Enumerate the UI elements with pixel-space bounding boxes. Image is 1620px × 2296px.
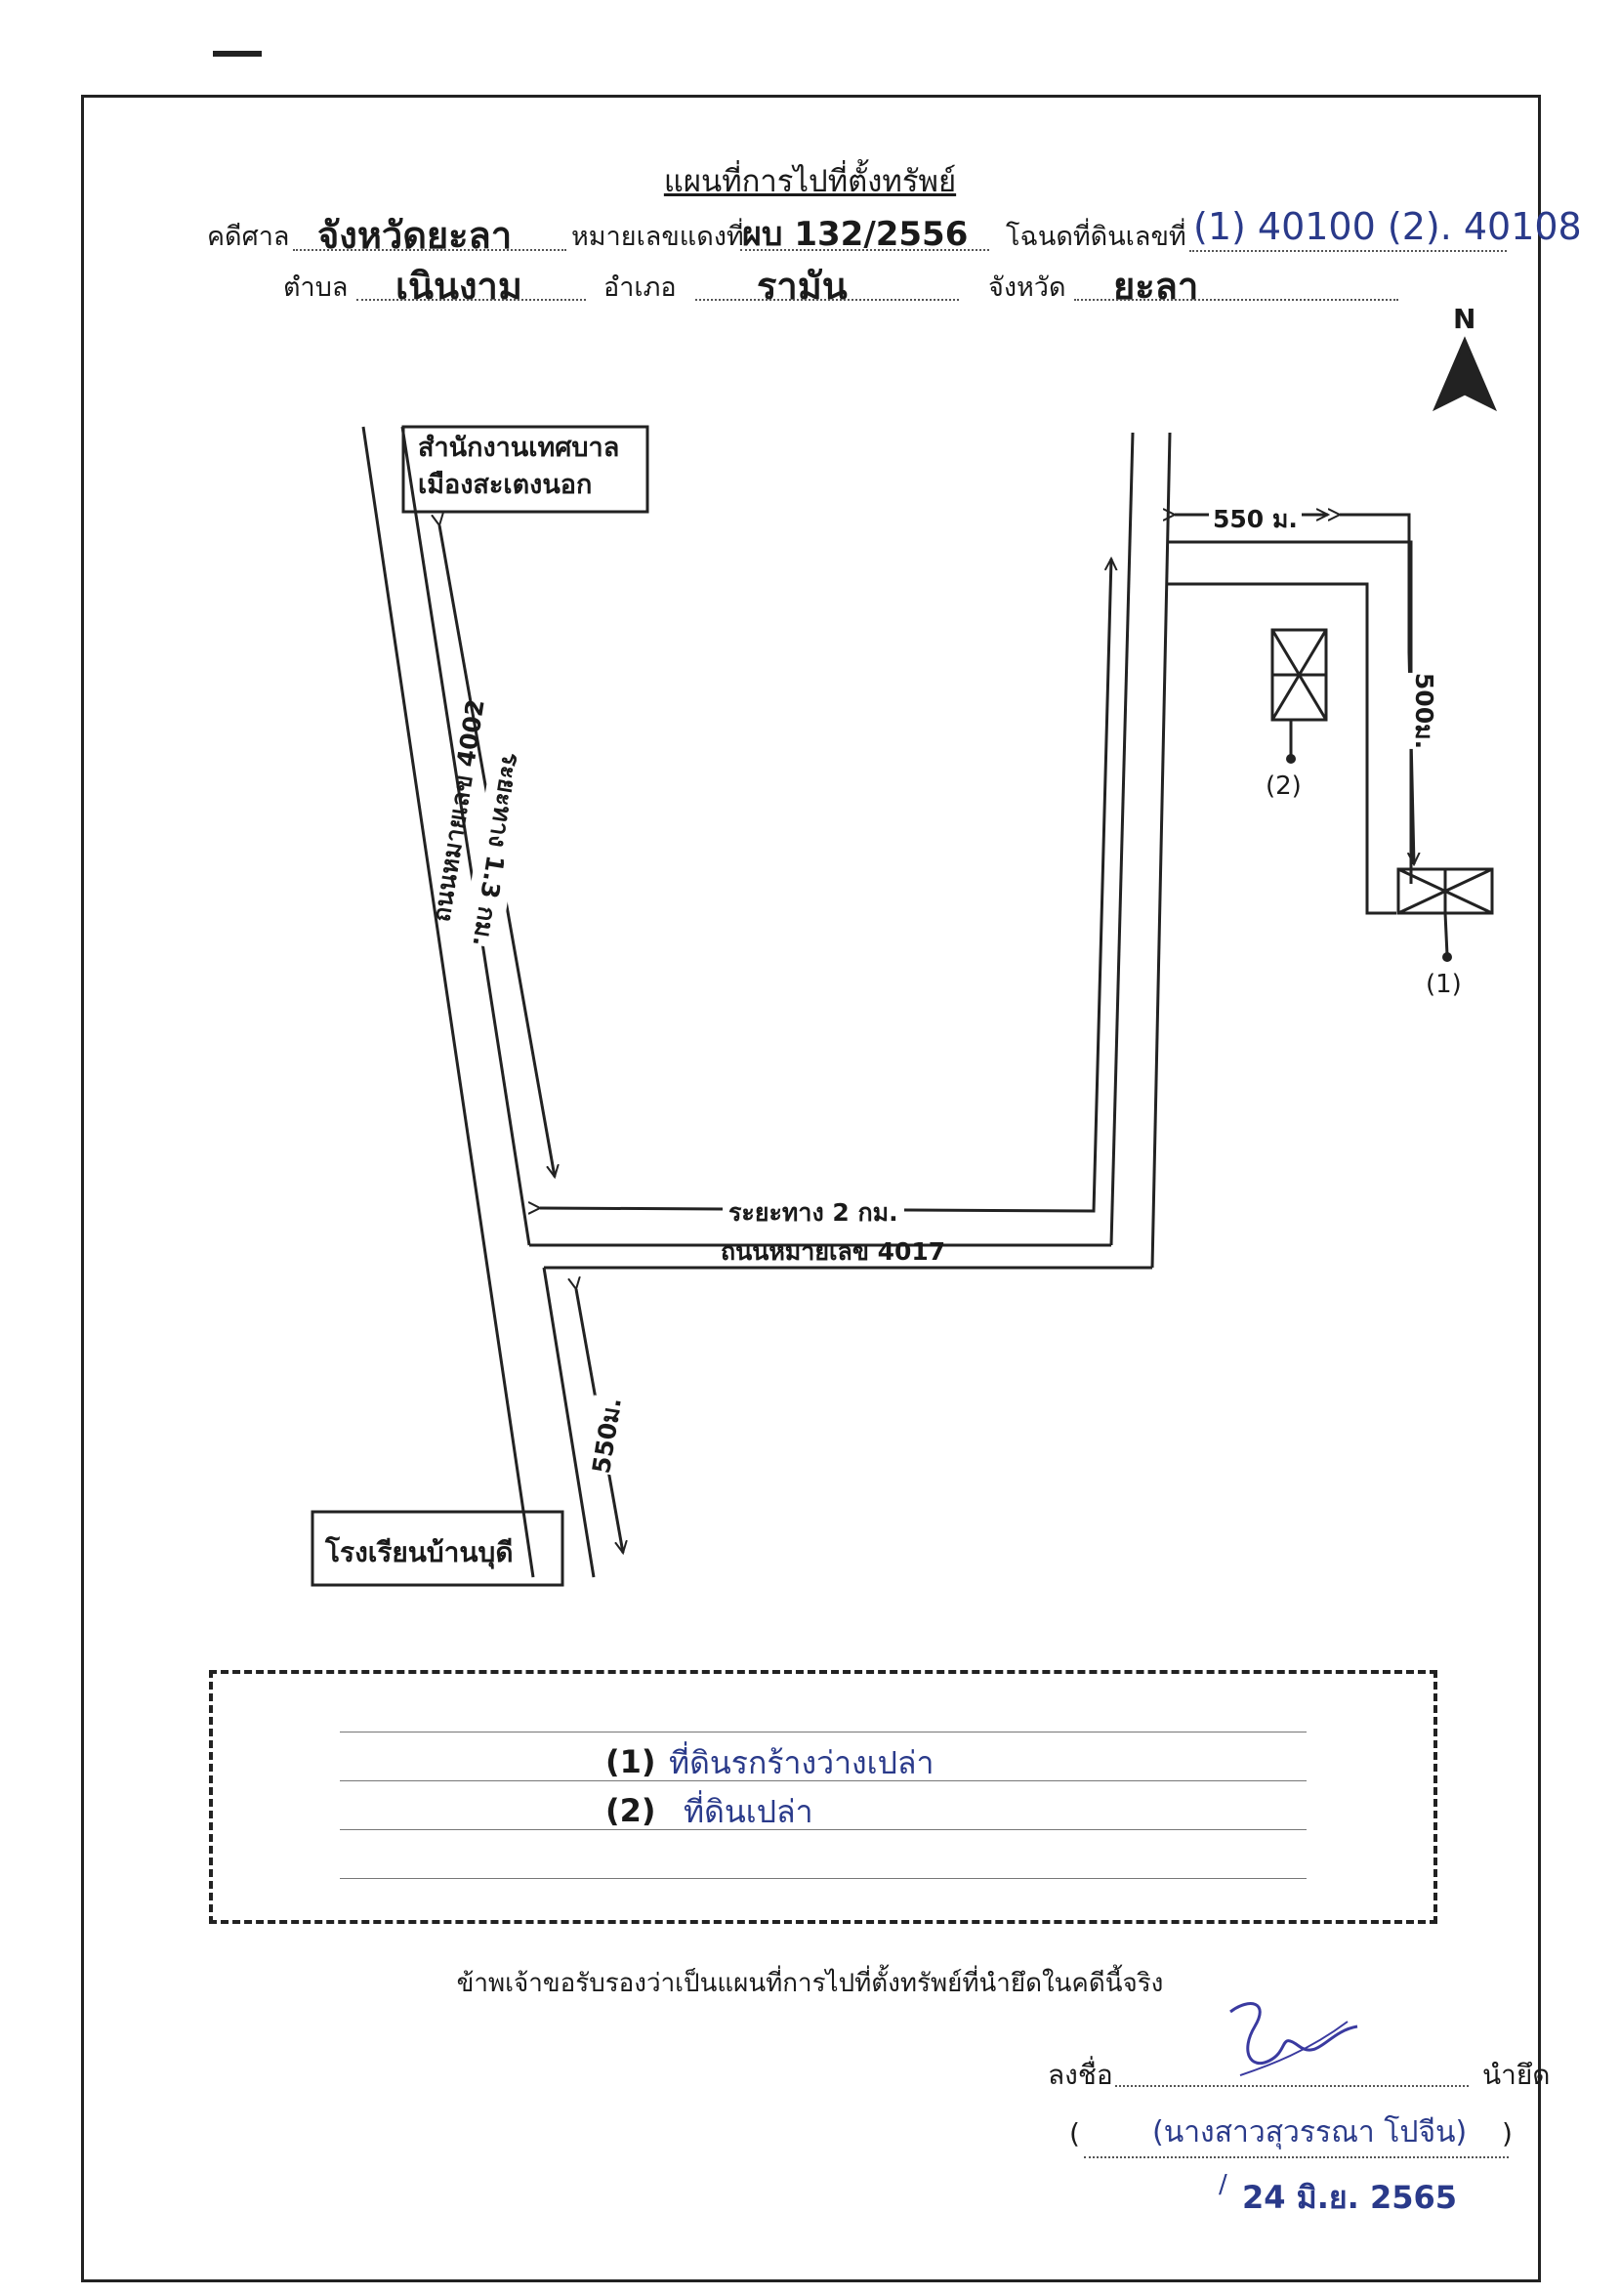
legend-box [209,1670,1437,1924]
district-dotline [695,299,959,301]
province-label: จังหวัด [988,272,1066,303]
plot-1-label: (1) [1426,970,1462,999]
signature-dotline [1115,2085,1469,2087]
role-label: นำยึด [1482,2059,1551,2091]
handwritten-signature [1229,2002,1358,2076]
subdistrict-dotline [356,299,586,301]
certification-text: ข้าพเจ้าขอรับรองว่าเป็นแผนที่การไปที่ตั้… [456,1969,1164,1998]
legend-item-2-number: (2) [605,1792,656,1829]
legend-line [340,1780,1307,1781]
deed-value: (1) 40100 (2). 40108 [1193,205,1582,248]
district-label: อำเภอ [603,272,677,303]
office-label: สำนักงานเทศบาล เมืองสะเตงนอก [418,433,620,500]
deed-dotline [1189,250,1507,252]
school-box [311,1510,564,1587]
north-arrow-icon [1433,336,1497,412]
subdistrict-label: ตำบล [283,272,349,303]
case-label: คดีศาล [207,222,290,252]
date-slash: / [1219,2170,1227,2199]
page-border [81,95,1541,2282]
road-4017-label: ถนนหมายเลข 4017 [721,1237,946,1266]
province-dotline [1074,299,1398,301]
sign-label: ลงชื่อ [1048,2059,1113,2091]
date-stamp: 24 มิ.ย. 2565 [1242,2179,1458,2216]
legend-item-2-text: ที่ดินเปล่า [684,1793,813,1830]
side-road-lower [1168,582,1396,915]
north-label: N [1453,303,1476,335]
red-no-dotline [740,249,989,251]
legend-line [340,1878,1307,1879]
case-dotline [293,249,566,251]
distance-500-label: 500ม. [1404,672,1443,750]
name-close-paren: ) [1502,2117,1513,2150]
legend-line [340,1829,1307,1830]
arrow-500 [1340,515,1414,864]
legend-item-1-number: (1) [605,1743,656,1780]
red-no-value: ผบ 132/2556 [742,215,969,254]
name-dotline [1084,2156,1509,2158]
plot-2-label: (2) [1266,772,1302,801]
school-label: โรงเรียนบ้านบุดี [325,1536,514,1568]
arrow-2km [540,559,1111,1211]
north-road-right-edge [1150,432,1172,1269]
red-no-label: หมายเลขแดงที่ [571,222,744,252]
distance-2km-label: ระยะทาง 2 กม. [723,1193,904,1232]
name-open-paren: ( [1069,2117,1080,2150]
signer-name: (นางสาวสุวรรณา โปจีน) [1152,2115,1468,2150]
north-road-left-edge [1109,432,1135,1246]
legend-item-1-text: ที่ดินรกร้างว่างเปล่า [669,1744,935,1781]
page-title: แผนที่การไปที่ตั้งทรัพย์ [663,164,957,199]
road-4002-left-edge [361,426,535,1578]
scan-mark [213,51,262,57]
deed-label: โฉนดที่ดินเลขที่ [1006,222,1186,252]
side-road-upper [1168,540,1413,884]
office-box [401,425,649,514]
road-4002-right-edge-lower [542,1267,596,1578]
distance-550-horizontal-label: 550 ม. [1209,500,1302,539]
